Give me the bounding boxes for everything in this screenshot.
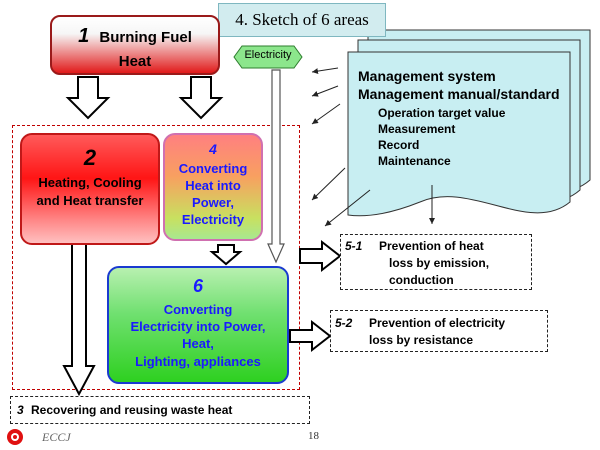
management-arrow — [324, 189, 371, 227]
burning-fuel-box: 1 Burning Fuel Heat — [50, 15, 220, 75]
heating-number: 2 — [83, 145, 97, 170]
hollow-arrow-right — [289, 319, 332, 353]
recovering-label: Recovering and reusing waste heat — [31, 403, 233, 417]
prevention-heat-line: loss by emission, — [389, 256, 490, 270]
management-heading-1: Management system — [358, 68, 496, 84]
heating-line: and Heat transfer — [36, 193, 144, 208]
burning-fuel-number: 1 — [78, 25, 90, 47]
management-arrow — [311, 85, 339, 97]
hollow-arrow-down — [65, 76, 111, 120]
converting-heat-line: Power, — [192, 195, 234, 210]
management-heading-2: Management manual/standard — [358, 86, 560, 102]
hollow-arrow-down — [178, 76, 224, 120]
management-text-block: Management system Management manual/stan… — [358, 68, 588, 178]
converting-heat-line: Converting — [178, 161, 248, 176]
eccj-logo-icon — [7, 429, 23, 445]
prevention-electricity-line: loss by resistance — [369, 333, 474, 347]
burning-fuel-label: Burning Fuel — [99, 29, 192, 46]
prevention-electricity-line: Prevention of electricity — [369, 316, 506, 330]
hollow-arrow-down-long — [62, 225, 96, 397]
converting-heat-box: 4 Converting Heat into Power, Electricit… — [163, 133, 263, 241]
management-item: Record — [378, 138, 420, 152]
burning-fuel-heat: Heat — [118, 53, 152, 70]
burning-fuel-title: 1 Burning Fuel — [52, 25, 218, 48]
management-item: Maintenance — [378, 154, 451, 168]
management-arrow — [311, 103, 341, 125]
page-number: 18 — [308, 430, 319, 442]
management-arrow — [311, 67, 339, 75]
converting-heat-line: Heat into — [185, 178, 241, 193]
converting-electricity-number: 6 — [192, 276, 203, 296]
converting-electricity-line: Lighting, appliances — [135, 354, 261, 369]
diagram-title: 4. Sketch of 6 areas — [218, 3, 386, 37]
prevention-heat-box: 5-1 Prevention of heat loss by emission,… — [340, 234, 532, 290]
electricity-arrow — [267, 69, 285, 264]
converting-heat-line: Electricity — [181, 212, 245, 227]
management-document-stack — [347, 29, 591, 217]
heating-line: Heating, Cooling — [38, 175, 142, 190]
converting-electricity-box: 6 Converting Electricity into Power, Hea… — [107, 266, 289, 384]
heating-box: 2 Heating, Cooling and Heat transfer — [20, 133, 160, 245]
converting-electricity-line: Electricity into Power, — [130, 319, 266, 334]
management-item: Measurement — [378, 122, 456, 136]
converting-electricity-line: Converting — [163, 302, 233, 317]
electricity-label: Electricity — [244, 49, 292, 61]
hollow-arrow-down-small — [209, 244, 243, 266]
prevention-electricity-number: 5-2 — [335, 316, 353, 330]
prevention-heat-number: 5-1 — [345, 239, 363, 253]
prevention-electricity-box: 5-2 Prevention of electricity loss by re… — [330, 310, 548, 352]
management-arrow — [311, 167, 346, 201]
prevention-heat-line: Prevention of heat — [379, 239, 484, 253]
management-item: Operation target value — [378, 106, 506, 120]
recovering-number: 3 — [17, 403, 24, 417]
electricity-hexagon — [233, 45, 303, 69]
recovering-box: 3 Recovering and reusing waste heat — [10, 396, 310, 424]
converting-heat-number: 4 — [209, 141, 217, 157]
prevention-heat-line: conduction — [389, 273, 454, 287]
eccj-logo-text: ECCJ — [42, 430, 71, 444]
converting-electricity-line: Heat, — [182, 336, 214, 351]
hollow-arrow-right — [299, 239, 342, 273]
